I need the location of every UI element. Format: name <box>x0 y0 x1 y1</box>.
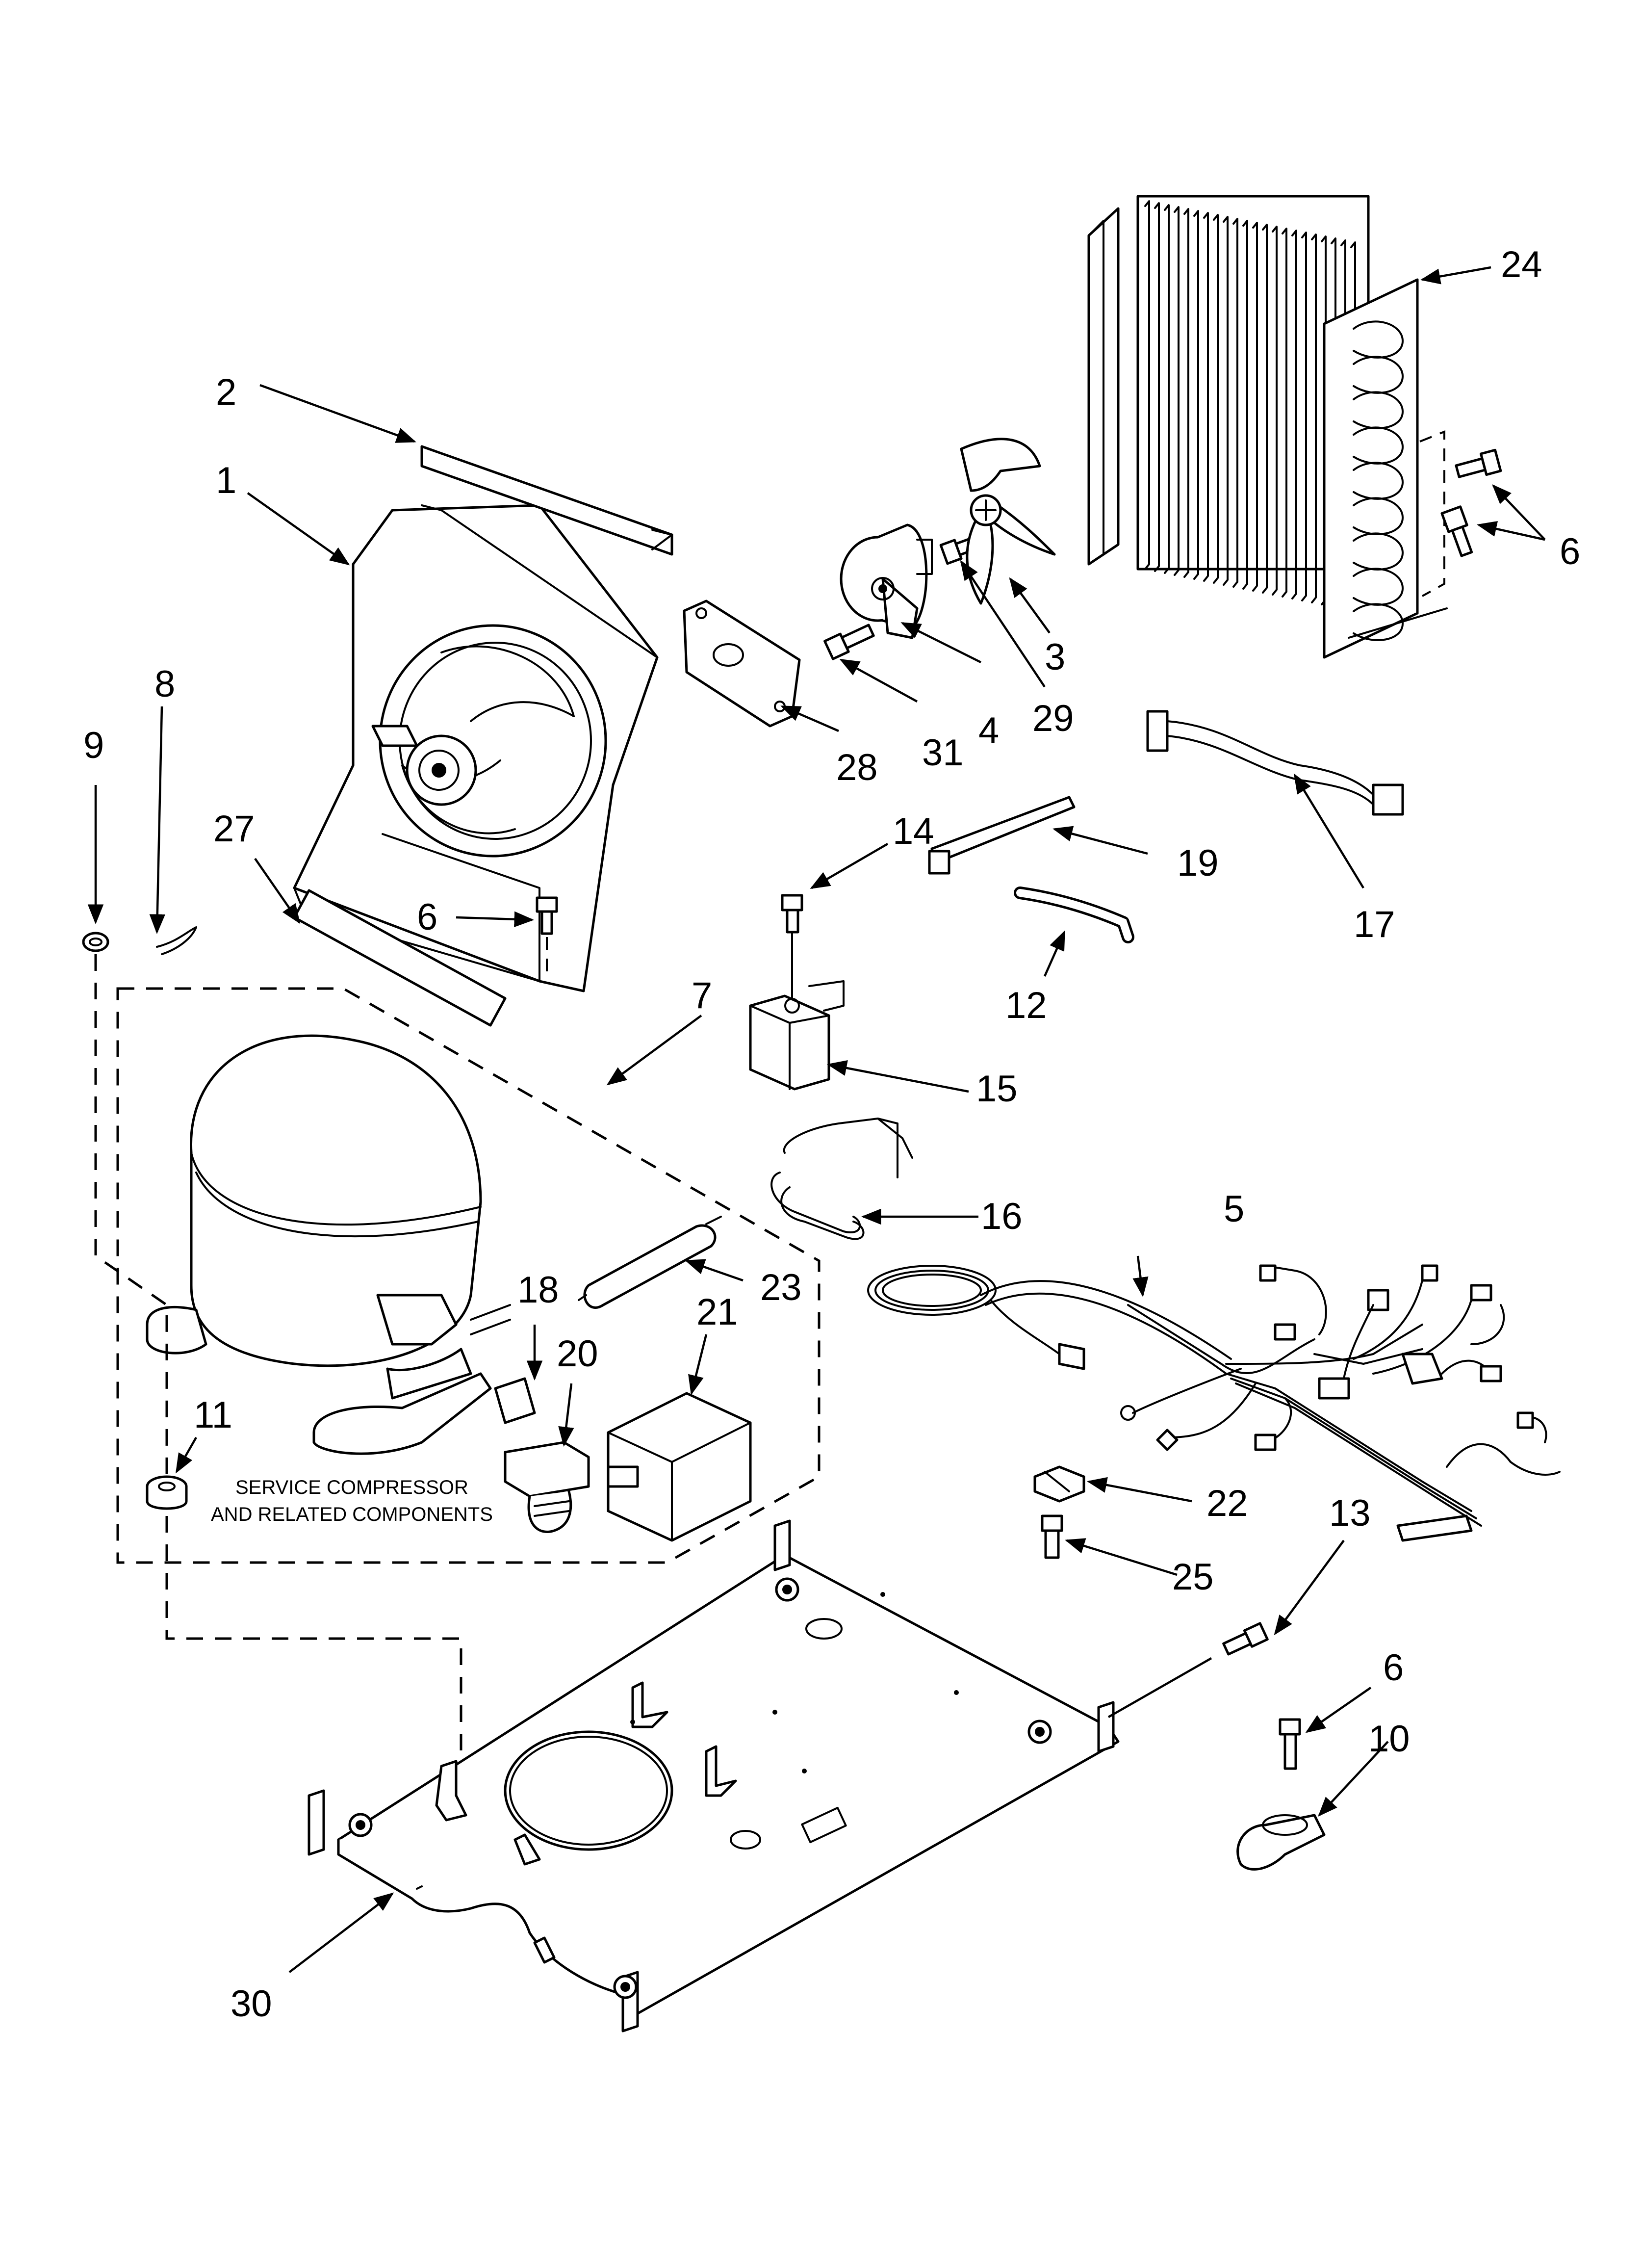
base-plate <box>308 1519 1120 2033</box>
grommet <box>146 1475 188 1510</box>
callout-11: 11 <box>194 1394 232 1436</box>
tube-clamp-screw <box>1279 1718 1301 1770</box>
callout-1: 1 <box>216 460 236 501</box>
callout-2: 2 <box>216 371 236 413</box>
fan-blade <box>960 438 1056 605</box>
callout-8: 8 <box>154 663 175 705</box>
mount-line-base <box>165 1516 462 1756</box>
condenser-fin <box>1242 220 1248 590</box>
service-note-line2: AND RELATED COMPONENTS <box>211 1504 493 1525</box>
callout-21: 21 <box>696 1291 738 1333</box>
base-screw <box>1222 1622 1269 1656</box>
tube-clamp <box>1236 1814 1326 1871</box>
callout-6-shroud: 6 <box>417 896 437 938</box>
callout-13: 13 <box>1329 1492 1371 1534</box>
condenser-fin <box>1183 208 1189 578</box>
callout-24: 24 <box>1501 244 1542 286</box>
callout-12: 12 <box>1005 985 1047 1026</box>
callout-7: 7 <box>692 975 712 1017</box>
condenser-fin <box>1223 216 1229 586</box>
relay-screw <box>781 894 803 1012</box>
callout-10: 10 <box>1368 1718 1410 1760</box>
clamp-screw <box>1041 1514 1063 1559</box>
callout-17: 17 <box>1354 904 1395 945</box>
condenser-fin <box>1164 204 1170 574</box>
drier <box>578 1216 722 1309</box>
mount-line <box>94 954 168 1477</box>
condenser <box>1087 195 1448 659</box>
condenser-coil-bend <box>1353 603 1404 641</box>
overload <box>494 1377 536 1424</box>
spring-clip <box>156 926 197 955</box>
shroud-screw <box>536 896 558 976</box>
fan-motor <box>840 523 933 639</box>
baffle-plate <box>293 889 507 1027</box>
condenser-fin <box>1232 218 1238 588</box>
service-note: SERVICE COMPRESSOR AND RELATED COMPONENT… <box>211 1477 493 1525</box>
condenser-fin <box>1144 200 1150 570</box>
callout-22: 22 <box>1206 1483 1248 1524</box>
fan-harness <box>1146 710 1404 816</box>
callout-30: 30 <box>231 1983 272 2025</box>
callout-23: 23 <box>760 1267 802 1308</box>
callout-4: 4 <box>978 710 999 752</box>
condenser-fin <box>1193 210 1199 580</box>
condenser-fin <box>1262 224 1268 594</box>
callout-20: 20 <box>557 1333 598 1375</box>
callout-27: 27 <box>213 808 255 850</box>
callout-29: 29 <box>1032 698 1074 739</box>
callout-16: 16 <box>981 1196 1023 1237</box>
callout-6-base: 6 <box>1383 1647 1404 1689</box>
capacitor-box <box>607 1392 752 1542</box>
condenser-fin <box>1272 226 1278 596</box>
leaders <box>87 266 1546 1973</box>
foam-strip <box>420 445 673 556</box>
callout-3: 3 <box>1045 636 1065 678</box>
callout-6-condenser: 6 <box>1560 531 1580 573</box>
callout-28: 28 <box>836 747 878 788</box>
wire-clip <box>770 1118 913 1240</box>
clamp <box>1033 1465 1085 1503</box>
condenser-fin <box>1282 228 1287 598</box>
condenser-fin <box>1311 234 1317 603</box>
condenser-screws <box>1440 448 1502 557</box>
service-note-line1: SERVICE COMPRESSOR <box>235 1477 468 1498</box>
condenser-fin <box>1252 222 1258 592</box>
wire-harness <box>867 1264 1561 1542</box>
callout-labels: 1 2 3 4 5 6 6 6 7 8 9 10 11 12 13 14 15 … <box>83 244 1580 2025</box>
callout-9: 9 <box>83 725 104 766</box>
condenser-fin <box>1291 230 1297 600</box>
washer <box>82 932 109 952</box>
callout-5: 5 <box>1224 1188 1244 1230</box>
condenser-fin <box>1154 202 1160 572</box>
callout-18: 18 <box>517 1269 559 1311</box>
cable-tie <box>928 796 1076 875</box>
compressor <box>146 1034 511 1455</box>
callout-25: 25 <box>1172 1556 1214 1598</box>
service-box <box>116 987 821 1564</box>
callout-19: 19 <box>1177 842 1219 884</box>
ptc-relay <box>504 1441 590 1533</box>
condenser-fin <box>1301 232 1307 601</box>
condenser-fin <box>1213 214 1219 584</box>
bracket-screw <box>823 624 875 660</box>
condenser-fin <box>1174 206 1180 576</box>
callout-15: 15 <box>976 1068 1018 1110</box>
condenser-fin <box>1203 212 1209 582</box>
tube <box>1014 886 1134 943</box>
fan-shroud <box>293 504 659 992</box>
relay-box <box>749 980 845 1091</box>
callout-31: 31 <box>922 732 964 774</box>
callout-14: 14 <box>893 810 934 852</box>
